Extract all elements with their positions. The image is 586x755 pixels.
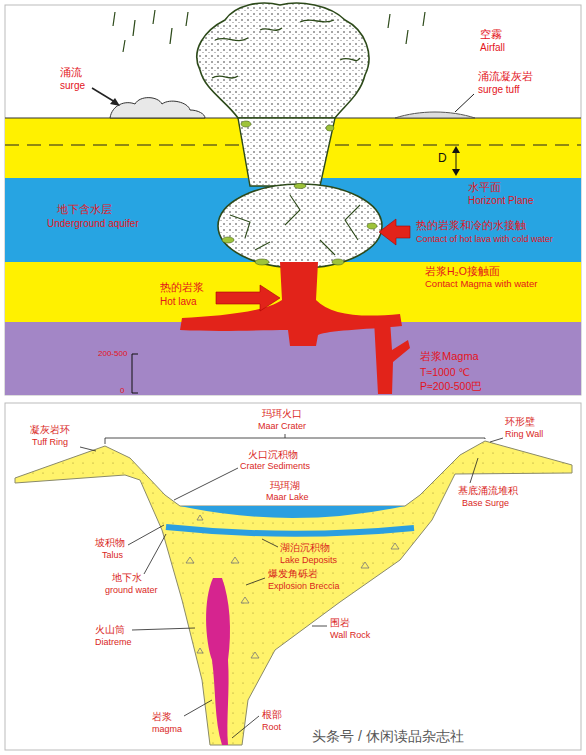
part-label: Crater Sediments	[240, 461, 310, 471]
part-label: 基底涌流堆积	[458, 485, 518, 497]
part-label: Tuff Ring	[32, 437, 68, 447]
part-label: Ring Wall	[505, 429, 543, 439]
part-label: 涌流凝灰岩	[478, 70, 533, 83]
part-label: 根部	[262, 709, 282, 721]
part-label: 玛珥火口	[262, 408, 302, 420]
part-label: Contact Magma with water	[425, 279, 537, 290]
band-label: T≈1000 ℃	[420, 366, 470, 378]
part-label: 爆发角砾岩	[268, 568, 318, 580]
part-label: 火口沉积物	[248, 449, 298, 461]
part-label: 岩浆H₂O接触面	[425, 265, 500, 277]
part-label: Root	[262, 722, 281, 732]
part-label: D	[438, 152, 447, 166]
part-label: Horizont Plane	[468, 195, 534, 207]
part-label: Hot lava	[160, 296, 197, 308]
part-label: 0	[120, 386, 124, 395]
part-label: Base Surge	[462, 498, 509, 508]
magma-band: 岩浆MagmaT≈1000 ℃ P≈200-500巴	[5, 322, 581, 395]
part-label: surge	[60, 80, 85, 92]
part-label: ground water	[105, 585, 158, 595]
part-label: Talus	[102, 550, 123, 560]
part-label: 地下水	[112, 572, 142, 584]
part-label: Explosion Breccia	[268, 581, 340, 591]
part-label: 热的岩浆和冷的水接触	[416, 219, 526, 231]
part-label: surge tuff	[478, 84, 520, 96]
part-label: 空霧	[480, 28, 502, 41]
part-label: 火山筒	[95, 624, 125, 636]
band-label: 地下含水层	[57, 203, 112, 216]
band-label: Underground aquifer	[47, 218, 139, 230]
part-label: Lake Deposits	[280, 555, 337, 565]
part-label: 岩浆	[152, 711, 172, 723]
part-label: Contact of hot lava with cold water	[416, 234, 576, 244]
part-label: 水平面	[468, 181, 501, 194]
part-label: Maar Lake	[266, 492, 309, 502]
part-label: 涌流	[60, 66, 82, 79]
part-label: Maar Crater	[258, 421, 306, 431]
band-label: 岩浆Magma	[420, 350, 479, 363]
part-label: 200-500	[98, 349, 127, 358]
part-label: Airfall	[480, 42, 505, 54]
part-label: Wall Rock	[330, 630, 370, 640]
part-label: 环形壁	[505, 416, 535, 428]
part-label: 坡积物	[95, 537, 125, 549]
part-label: 凝灰岩环	[30, 424, 70, 436]
part-label: 热的岩浆	[160, 281, 204, 294]
band-label: P≈200-500巴	[420, 380, 482, 392]
part-label: 玛珥湖	[270, 480, 300, 492]
part-label: 围岩	[330, 617, 350, 629]
part-label: Diatreme	[95, 637, 132, 647]
part-label: 湖泊沉积物	[280, 542, 330, 554]
part-label: magma	[152, 724, 182, 734]
watermark: 头条号 / 休闲读品杂志社	[312, 728, 464, 744]
